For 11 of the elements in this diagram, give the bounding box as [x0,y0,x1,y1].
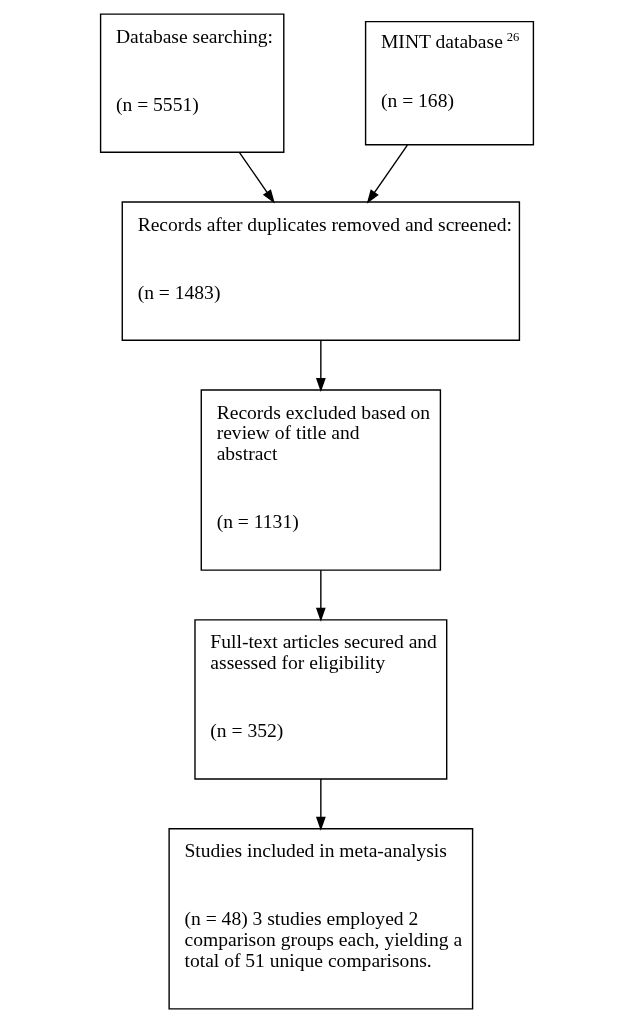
arrow [366,144,408,204]
node-box: Database searching: (n = 5551) [99,13,284,153]
node-box: MINT database $^{26}$ (n = 168) [364,20,534,146]
node-box: Records after duplicates removed and screened: (n = 1483) [121,201,520,341]
node-box: Studies included in meta-analysis (n = 48) 3 studies employed 2 comparison groups each, yielding a total of 51 unique comparisons. [167,828,473,1010]
node-box: Full-text articles secured and assessed for eligibility (n = 352) [193,619,447,780]
arrow [315,778,326,831]
arrow [238,151,275,204]
node-box: Records excluded based on review of title and abstract (n = 1131) [200,389,441,571]
arrow [315,569,326,622]
arrow [315,339,326,393]
